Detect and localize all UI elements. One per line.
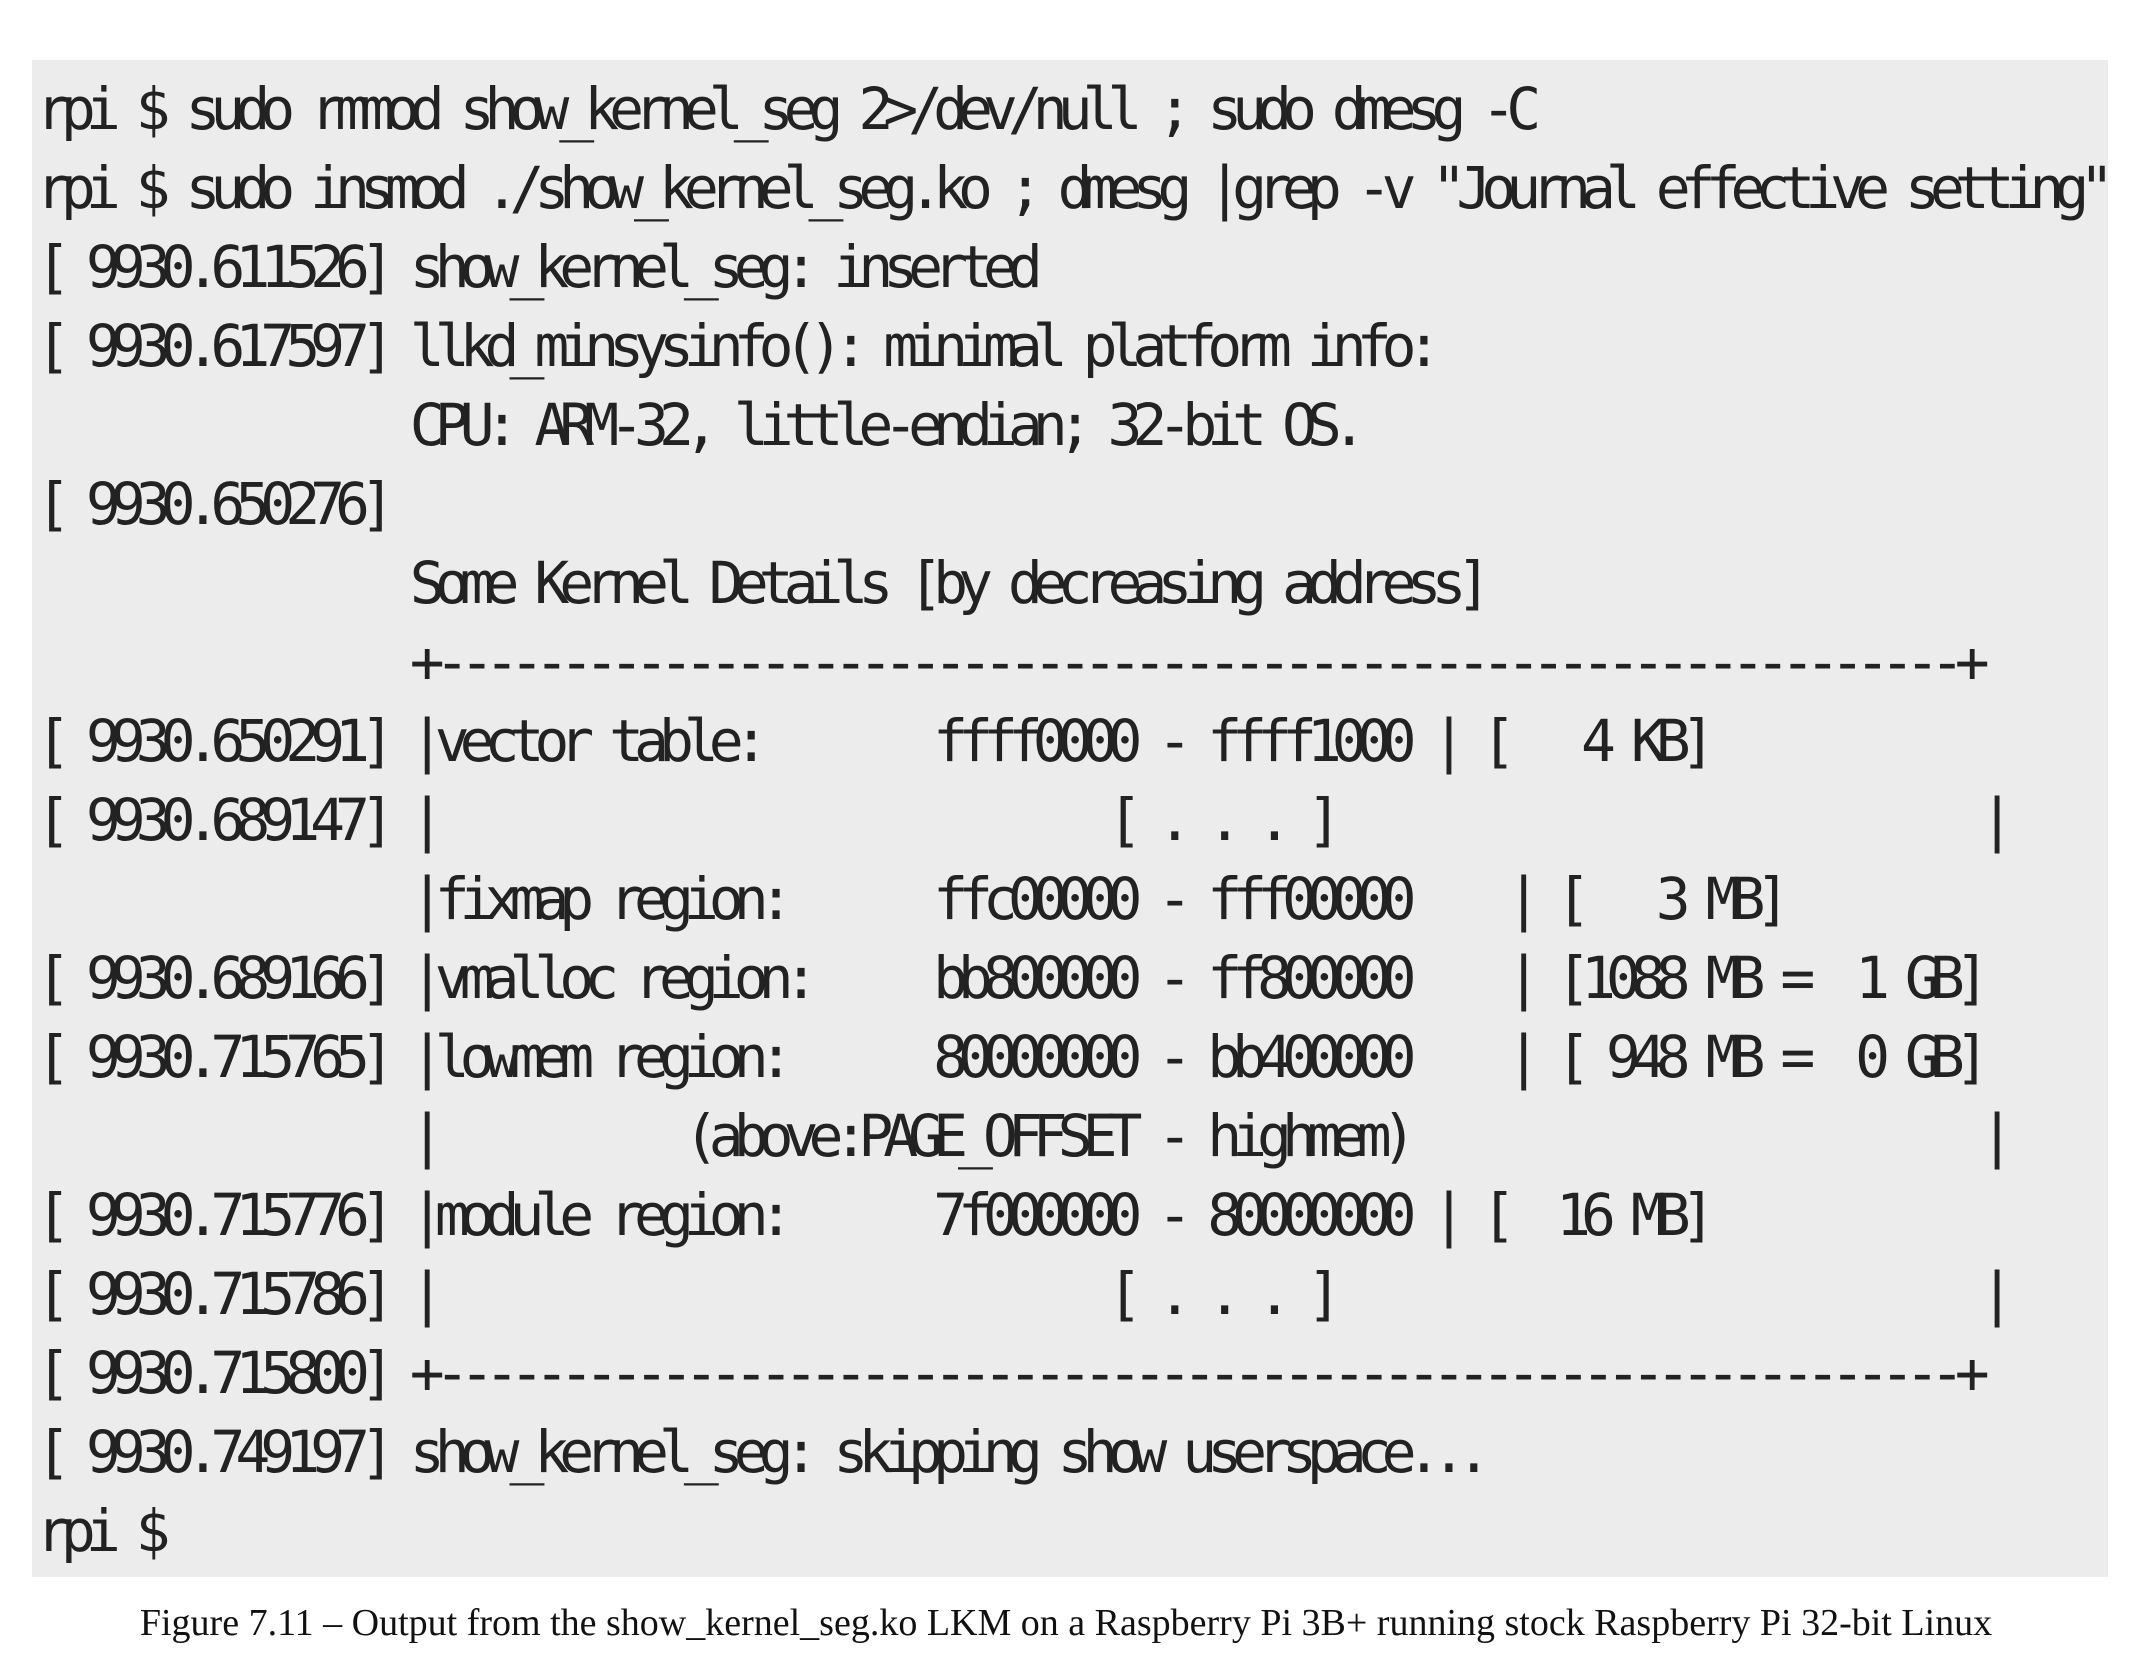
terminal-line: | (above:PAGE_OFFSET - highmem) |	[36, 1102, 2015, 1170]
terminal-line: [ 9930.650291] |vector table: ffff0000 -…	[36, 707, 1716, 775]
terminal-line: [ 9930.689147] | [ . . . ] |	[36, 786, 2015, 854]
terminal-line: [ 9930.749197] show_kernel_seg: skipping…	[36, 1418, 1491, 1486]
terminal-line: Some Kernel Details [by decreasing addre…	[36, 549, 1492, 617]
terminal-line: CPU: ARM-32, little-endian; 32-bit OS.	[36, 391, 1367, 459]
terminal-line: rpi $ sudo rmmod show_kernel_seg 2>/dev/…	[36, 75, 1541, 143]
terminal-line: [ 9930.650276]	[36, 470, 395, 538]
terminal-line: [ 9930.715786] | [ . . . ] |	[36, 1260, 2015, 1328]
terminal-line: [ 9930.617597] llkd_minsysinfo(): minima…	[36, 312, 1441, 380]
terminal-line: [ 9930.611526] show_kernel_seg: inserted	[36, 233, 1043, 301]
terminal-line: +---------------------------------------…	[36, 628, 1990, 696]
terminal-line: [ 9930.689166] |vmalloc region: bb800000…	[36, 944, 1990, 1012]
terminal-line: |fixmap region: ffc00000 - fff00000 | [ …	[36, 865, 1791, 933]
terminal-line: [ 9930.715800] +------------------------…	[36, 1339, 1990, 1407]
figure-caption: Figure 7.11 – Output from the show_kerne…	[139, 1602, 1993, 1644]
terminal-line: [ 9930.715776] |module region: 7f000000 …	[36, 1181, 1716, 1249]
terminal-output: rpi $ sudo rmmod show_kernel_seg 2>/dev/…	[32, 60, 2114, 1577]
terminal-line: rpi $	[36, 1497, 171, 1565]
terminal-line: [ 9930.715765] |lowmem region: 80000000 …	[36, 1023, 1990, 1091]
terminal-line: rpi $ sudo insmod ./show_kernel_seg.ko ;…	[36, 154, 2114, 222]
